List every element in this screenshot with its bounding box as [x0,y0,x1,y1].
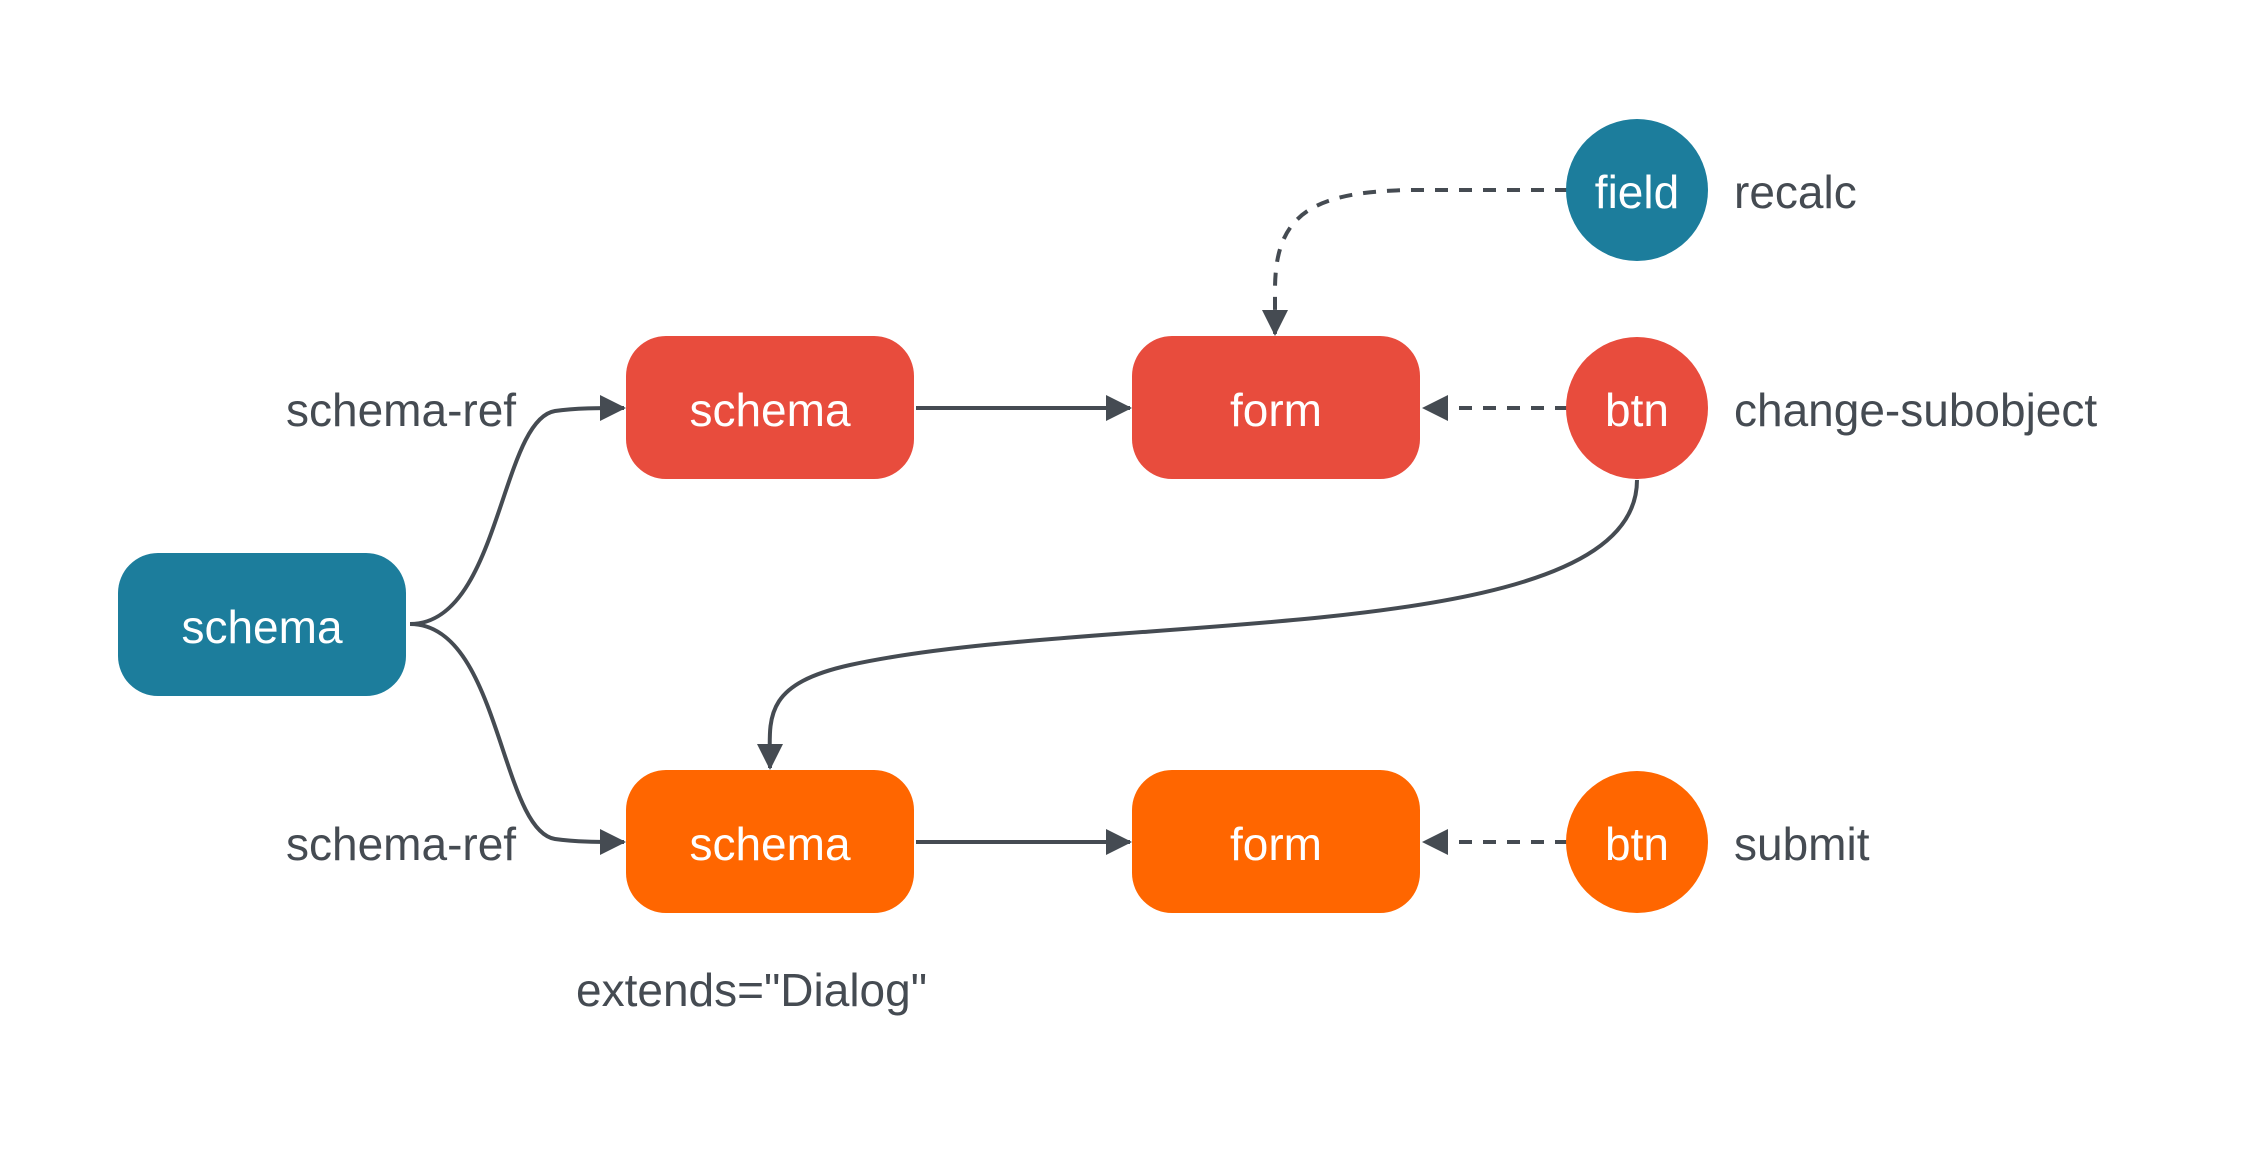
node-bottom-schema[interactable]: schema [626,770,914,913]
bottom-schema-ref-label: schema-ref [286,818,516,870]
node-top-form-label: form [1230,384,1322,436]
node-bottom-btn-label: btn [1605,818,1669,870]
node-top-form[interactable]: form [1132,336,1420,479]
top-schema-ref-label: schema-ref [286,384,516,436]
node-field-label: field [1595,166,1679,218]
node-bottom-form[interactable]: form [1132,770,1420,913]
bottom-schema-attr-label: extends="Dialog" [576,964,927,1016]
field-event-label: recalc [1734,166,1857,218]
node-bottom-form-label: form [1230,818,1322,870]
top-btn-event-label: change-subobject [1734,384,2097,436]
edge-root-to-top-schema [409,395,626,626]
node-bottom-btn[interactable]: btn [1566,771,1708,913]
edges [409,188,1639,855]
node-top-schema[interactable]: schema [626,336,914,479]
bottom-btn-event-label: submit [1734,818,1870,870]
nodes: schema schema form field btn schema [118,119,1708,913]
edge-top-btn-to-bottom-schema [756,479,1639,770]
node-bottom-schema-label: schema [689,818,850,870]
edge-field-to-top-form [1262,188,1568,336]
node-root-schema[interactable]: schema [118,553,406,696]
node-top-schema-label: schema [689,384,850,436]
edge-root-to-bottom-schema [409,622,626,855]
node-field[interactable]: field [1566,119,1708,261]
annotations: schema-ref schema-ref recalc change-subo… [286,166,2097,1016]
node-top-btn[interactable]: btn [1566,337,1708,479]
node-root-schema-label: schema [181,601,342,653]
node-top-btn-label: btn [1605,384,1669,436]
